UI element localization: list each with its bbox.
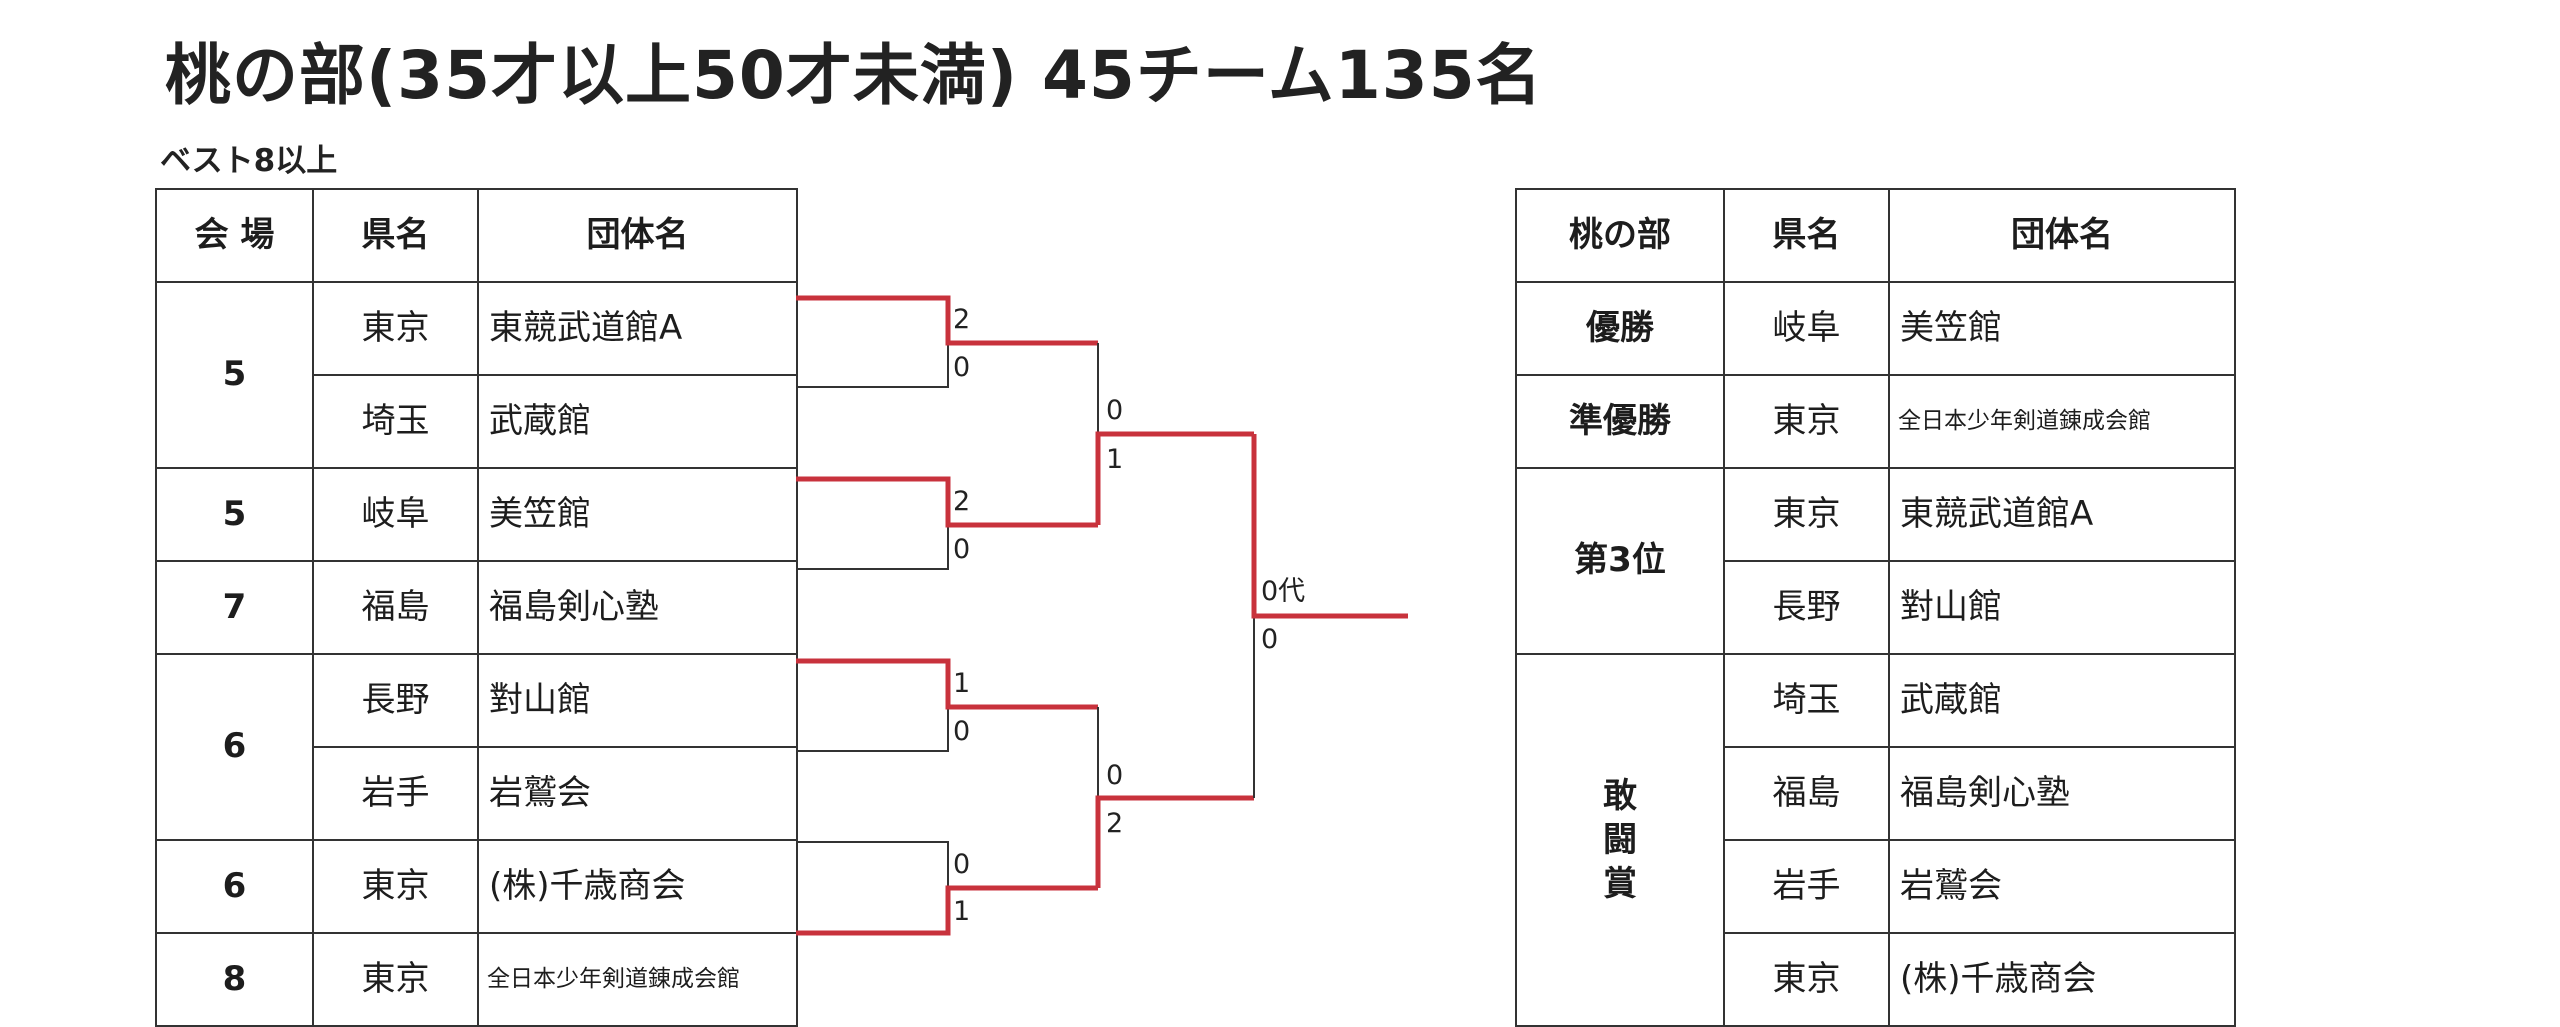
header-venue: 会 場 [155, 188, 314, 283]
header-team: 団体名 [477, 188, 798, 283]
bracket-score: 2 [953, 304, 970, 335]
header-prefecture: 県名 [1723, 188, 1890, 283]
table-row: 福島 福島剣心塾 [1516, 746, 2236, 841]
bracket-score: 0 [953, 352, 970, 383]
team-cell: (株)千歳商会 [1888, 932, 2236, 1027]
bracket-winner-path-r2-2 [1095, 795, 1254, 888]
venue-cell: 8 [155, 932, 314, 1027]
prefecture-cell: 埼玉 [1723, 653, 1890, 748]
award-char: 闘 [1603, 819, 1637, 860]
bracket-winner-path-r1-4 [796, 885, 1098, 936]
bracket-line-r1-3 [796, 707, 949, 752]
table-row: 優勝 岐阜 美笠館 [1515, 281, 2236, 376]
prefecture-cell: 福島 [1723, 746, 1890, 841]
bracket-score: 1 [953, 896, 970, 927]
prefecture-cell: 長野 [1723, 560, 1890, 655]
table-row: 長野 對山館 [1516, 560, 2236, 655]
prefecture-cell: 岩手 [312, 746, 479, 841]
section-subtitle: ベスト8以上 [160, 143, 338, 179]
venue-cell: 5 [155, 467, 314, 562]
bracket-winner-path-r1-1 [796, 295, 1098, 346]
prefecture-cell: 東京 [312, 932, 479, 1027]
bracket-score: 2 [1106, 808, 1123, 839]
table-row: 8 東京 全日本少年剣道錬成会館 [155, 932, 798, 1027]
team-cell: 美笠館 [477, 467, 798, 562]
team-cell: 福島剣心塾 [1888, 746, 2236, 841]
table-row: 準優勝 東京 全日本少年剣道錬成会館 [1515, 374, 2236, 469]
table-row: 埼玉 武蔵館 [156, 374, 798, 469]
award-third-label: 第3位 [1515, 467, 1725, 655]
award-winner-label: 優勝 [1515, 281, 1725, 376]
bracket-winner-path-r1-3 [796, 658, 1098, 710]
venue-cell: 7 [155, 560, 314, 655]
award-char: 敢 [1603, 775, 1637, 816]
bracket-score: 0 [1106, 395, 1123, 426]
header-team: 団体名 [1888, 188, 2236, 283]
prefecture-cell: 東京 [1723, 467, 1890, 562]
table-row: 岩手 岩鷲会 [156, 746, 798, 841]
prefecture-cell: 埼玉 [312, 374, 479, 469]
bracket-score: 0 [953, 716, 970, 747]
venue-cell: 5 [155, 281, 314, 469]
team-cell: 全日本少年剣道錬成会館 [1888, 374, 2236, 469]
bracket-score: 0 [953, 534, 970, 565]
bracket-winner-path-final [1251, 434, 1408, 619]
prefecture-cell: 福島 [312, 560, 479, 655]
table-row: 5 岐阜 美笠館 [155, 467, 798, 562]
bracket-line-r1-4 [796, 841, 949, 888]
bracket-score: 0代 [1261, 576, 1305, 607]
prefecture-cell: 東京 [1723, 374, 1890, 469]
table-row: 6 長野 對山館 [155, 653, 798, 841]
team-cell: 對山館 [1888, 560, 2236, 655]
bracket-score: 0 [1261, 624, 1278, 655]
team-cell: 東競武道館A [477, 281, 798, 376]
team-cell: 岩鷲会 [477, 746, 798, 841]
table-row: 7 福島 福島剣心塾 [155, 560, 798, 655]
tournament-bracket: 2 0 2 0 1 0 0 1 0 1 0 2 0代 0 [796, 295, 1408, 936]
team-cell: 福島剣心塾 [477, 560, 798, 655]
bracket-winner-path-r1-2 [796, 476, 1098, 528]
page-title: 桃の部(35才以上50才未満) 45チーム135名 [165, 37, 1543, 114]
team-cell: 武蔵館 [1888, 653, 2236, 748]
prefecture-cell: 東京 [1723, 932, 1890, 1027]
prefecture-cell: 長野 [312, 653, 479, 748]
bracket-score: 1 [1106, 444, 1123, 475]
team-cell: 東競武道館A [1888, 467, 2236, 562]
team-cell: 武蔵館 [477, 374, 798, 469]
prefecture-cell: 岐阜 [1723, 281, 1890, 376]
table-row: 6 東京 (株)千歳商会 [155, 839, 798, 934]
table-row: 岩手 岩鷲会 [1516, 839, 2236, 934]
team-cell: (株)千歳商会 [477, 839, 798, 934]
prefecture-cell: 東京 [312, 839, 479, 934]
table-row: 敢 闘 賞 埼玉 武蔵館 [1515, 653, 2236, 1027]
table-header-row: 桃の部 県名 団体名 [1515, 188, 2236, 283]
team-cell: 全日本少年剣道錬成会館 [477, 932, 798, 1027]
table-row: 第3位 東京 東競武道館A [1515, 467, 2236, 655]
award-runner-up-label: 準優勝 [1515, 374, 1725, 469]
header-prefecture: 県名 [312, 188, 479, 283]
bracket-score: 0 [1106, 760, 1123, 791]
prefecture-cell: 岐阜 [312, 467, 479, 562]
bracket-winner-path-r2-1 [1095, 431, 1254, 525]
team-cell: 岩鷲会 [1888, 839, 2236, 934]
venue-cell: 6 [155, 653, 314, 841]
award-char: 賞 [1603, 864, 1637, 905]
bracket-score: 0 [953, 849, 970, 880]
bracket-line-r1-1 [796, 343, 949, 388]
bracket-score: 1 [953, 668, 970, 699]
prefecture-cell: 東京 [312, 281, 479, 376]
team-cell: 美笠館 [1888, 281, 2236, 376]
team-cell: 對山館 [477, 653, 798, 748]
award-fighting-spirit-label: 敢 闘 賞 [1515, 653, 1725, 1027]
best8-table: 会 場 県名 団体名 5 東京 東競武道館A 埼玉 武蔵館 5 岐阜 美笠館 7… [155, 188, 798, 1027]
prefecture-cell: 岩手 [1723, 839, 1890, 934]
results-table: 桃の部 県名 団体名 優勝 岐阜 美笠館 準優勝 東京 全日本少年剣道錬成会館 … [1515, 188, 2236, 1027]
header-division: 桃の部 [1515, 188, 1725, 283]
table-header-row: 会 場 県名 団体名 [155, 188, 798, 283]
bracket-score: 2 [953, 486, 970, 517]
bracket-line-r1-2 [796, 525, 949, 570]
table-row: 5 東京 東競武道館A [155, 281, 798, 469]
venue-cell: 6 [155, 839, 314, 934]
